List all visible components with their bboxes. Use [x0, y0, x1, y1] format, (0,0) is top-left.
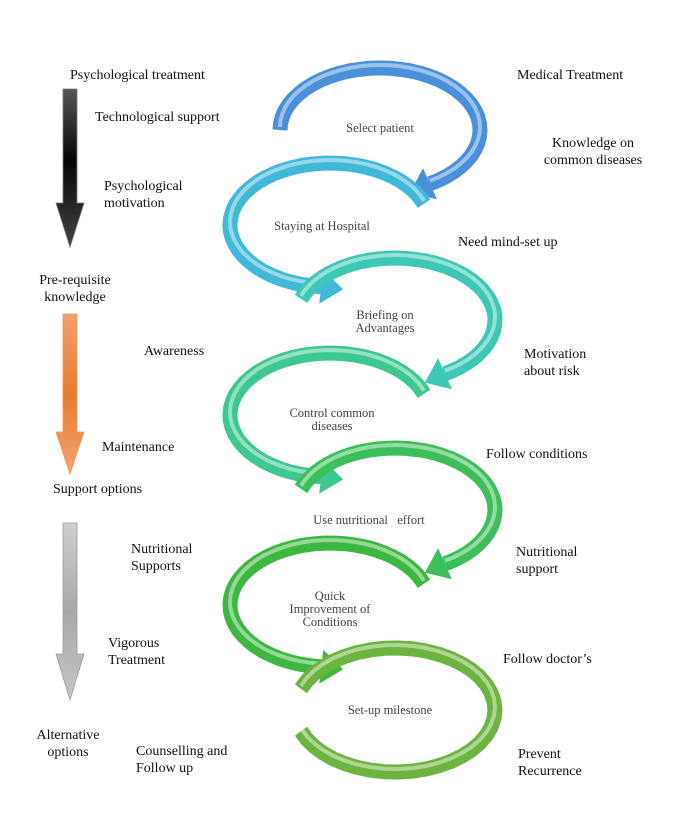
label-prerequisite-knowledge: Pre-requisite knowledge — [39, 273, 111, 305]
label-nutritional-supports: Nutritional Supports — [131, 542, 193, 574]
label-motivation-risk: Motivation about risk — [524, 347, 587, 379]
step-setup-milestone: Set-up milestone — [347, 703, 433, 717]
cycle-arcs — [222, 60, 503, 780]
label-counselling-follow-up: Counselling and Follow up — [136, 744, 228, 776]
step-control-diseases: Control common diseases — [289, 406, 375, 433]
step-quick-improvement: Quick Improvement of Conditions — [289, 589, 371, 629]
label-support-options: Support options — [53, 482, 143, 497]
label-follow-doctors: Follow doctor’s — [503, 652, 592, 667]
step-briefing-advantages: Briefing on Advantages — [355, 308, 415, 335]
step-select-patient: Select patient — [346, 121, 414, 135]
label-need-mindset: Need mind-set up — [458, 235, 558, 250]
label-psychological-treatment: Psychological treatment — [70, 68, 205, 83]
arrow-knowledge — [55, 313, 85, 476]
label-knowledge-common-diseases: Knowledge on common diseases — [543, 136, 643, 168]
step-use-nutritional: Use nutritional effort — [313, 513, 425, 527]
arrowhead-icon — [424, 358, 452, 390]
arrow-support — [55, 522, 85, 702]
label-medical-treatment: Medical Treatment — [517, 68, 624, 83]
label-vigorous-treatment: Vigorous Treatment — [108, 636, 166, 668]
arrow-psychological — [55, 88, 85, 249]
step-staying-hospital: Staying at Hospital — [274, 219, 370, 233]
cycle-arc-7 — [294, 640, 503, 780]
label-alternative-options: Alternative options — [36, 728, 100, 760]
label-prevent-recurrence: Prevent Recurrence — [518, 747, 582, 779]
arrowhead-icon — [424, 548, 452, 580]
label-awareness: Awareness — [144, 344, 205, 359]
label-maintenance: Maintenance — [102, 440, 175, 455]
cycle-arc-5 — [294, 440, 503, 580]
cycle-arc-3 — [294, 250, 503, 390]
label-technological-support: Technological support — [95, 110, 220, 125]
label-nutritional-support: Nutritional support — [516, 545, 578, 577]
label-psychological-motivation: Psychological motivation — [104, 179, 183, 211]
label-follow-conditions: Follow conditions — [486, 447, 588, 462]
